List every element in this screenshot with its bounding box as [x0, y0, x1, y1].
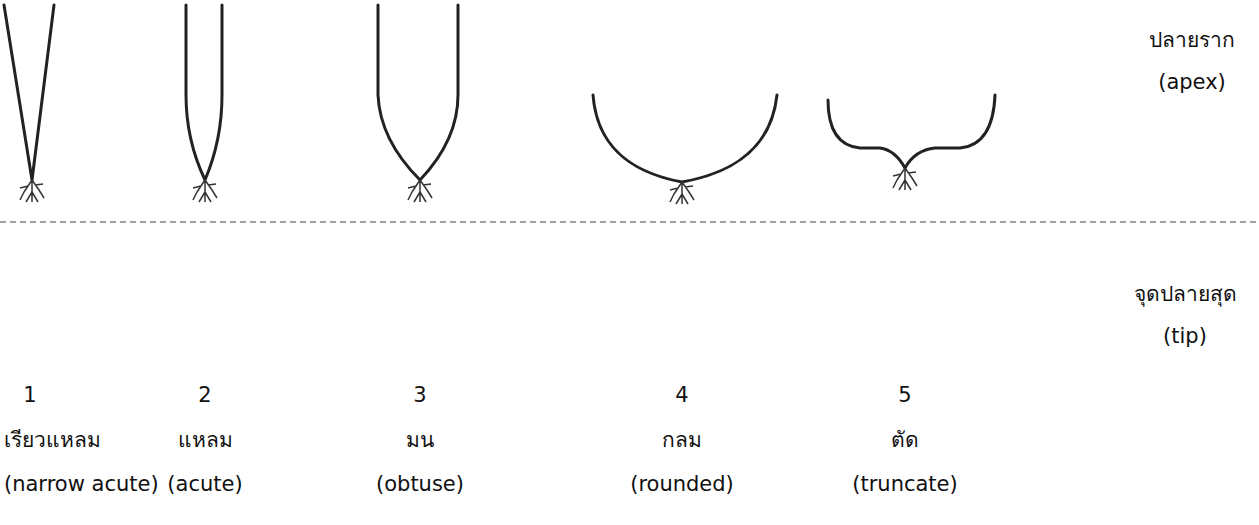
shape-name: เรียวแหลม: [4, 428, 101, 453]
shape-name: (acute): [167, 472, 242, 497]
truncate-outline: [828, 95, 995, 168]
shape-name: (obtuse): [376, 472, 464, 497]
part-label: (apex): [1158, 70, 1226, 95]
divider-line: [0, 221, 1259, 222]
rootlets: [20, 180, 44, 202]
shape-name: แหลม: [178, 428, 233, 453]
rootlets: [193, 180, 217, 202]
shape-name: (truncate): [852, 472, 957, 497]
rootlets: [670, 182, 694, 204]
callout-number: 5: [898, 383, 911, 408]
part-label: จุดปลายสุด: [1134, 282, 1237, 307]
callout-number: 1: [23, 383, 36, 408]
shape-name: มน: [406, 428, 434, 453]
callout-number: 4: [675, 383, 688, 408]
callout-number: 3: [413, 383, 426, 408]
rootlets: [408, 180, 432, 202]
rootlets: [893, 168, 917, 190]
shape-name: (rounded): [630, 472, 734, 497]
shape-name: กลม: [662, 428, 702, 453]
acute-outline: [186, 5, 222, 180]
shape-name: ตัด: [891, 428, 919, 453]
part-label: (tip): [1163, 324, 1207, 349]
shape-name: (narrow acute): [4, 472, 159, 497]
part-label: ปลายราก: [1149, 28, 1235, 53]
obtuse-outline: [378, 5, 458, 180]
rounded-outline: [593, 95, 777, 182]
narrow-acute-outline: [4, 5, 54, 180]
callout-number: 2: [198, 383, 211, 408]
